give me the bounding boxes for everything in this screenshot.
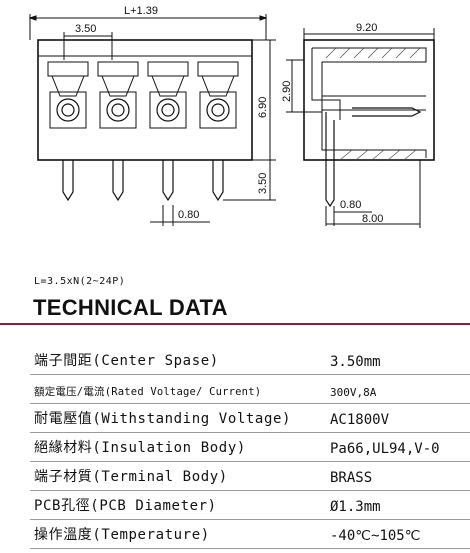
spec-label: PCB孔徑(PCB Diameter) <box>34 498 217 514</box>
spec-label: 操作溫度(Temperature) <box>34 527 210 543</box>
spec-value: BRASS <box>330 470 373 486</box>
spec-row: 操作溫度(Temperature) -40℃~105℃ <box>30 520 470 549</box>
dim-pin-width: 0.80 <box>178 209 199 221</box>
dim-side-depth: 8.00 <box>362 213 383 225</box>
spec-row: 端子間距(Center Spase) 3.50mm <box>30 346 470 375</box>
spec-row: PCB孔徑(PCB Diameter) Ø1.3mm <box>30 491 470 520</box>
spec-value: -40℃~105℃ <box>330 528 421 544</box>
spec-row: 額定電压/電流(Rated Voltage/ Current) 300V,8A <box>30 375 470 404</box>
spec-row: 耐電壓值(Withstanding Voltage) AC1800V <box>30 404 470 433</box>
spec-table: 端子間距(Center Spase) 3.50mm 額定電压/電流(Rated … <box>30 346 470 549</box>
length-formula: L=3.5xN(2~24P) <box>34 276 126 287</box>
spec-value: AC1800V <box>330 412 390 428</box>
heading-rule <box>0 323 470 325</box>
spec-row: 端子材質(Terminal Body) BRASS <box>30 462 470 491</box>
dim-total-width: L+1.39 <box>124 5 158 17</box>
dim-side-height: 2.90 <box>281 81 293 102</box>
dim-side-width: 9.20 <box>356 22 377 34</box>
spec-label: 絕緣材料(Insulation Body) <box>34 440 246 456</box>
spec-value: Pa66,UL94,V-0 <box>330 441 440 457</box>
section-heading: TECHNICAL DATA <box>33 295 228 320</box>
spec-label: 端子間距(Center Spase) <box>34 353 219 369</box>
dim-height: 6.90 <box>257 97 269 118</box>
dim-pitch: 3.50 <box>75 23 96 35</box>
dim-side-pin: 0.80 <box>340 199 361 211</box>
spec-row: 絕緣材料(Insulation Body) Pa66,UL94,V-0 <box>30 433 470 462</box>
spec-value: 300V,8A <box>330 386 377 399</box>
spec-value: Ø1.3mm <box>330 499 381 515</box>
spec-label: 耐電壓值(Withstanding Voltage) <box>34 411 292 427</box>
dim-pin-length: 3.50 <box>257 173 269 194</box>
spec-value: 3.50mm <box>330 354 381 370</box>
spec-label: 端子材質(Terminal Body) <box>34 469 228 485</box>
technical-drawing: L+1.39 3.50 6.90 3.50 0.80 9.20 2.90 0.8… <box>28 5 435 228</box>
spec-label: 額定電压/電流(Rated Voltage/ Current) <box>34 386 262 398</box>
